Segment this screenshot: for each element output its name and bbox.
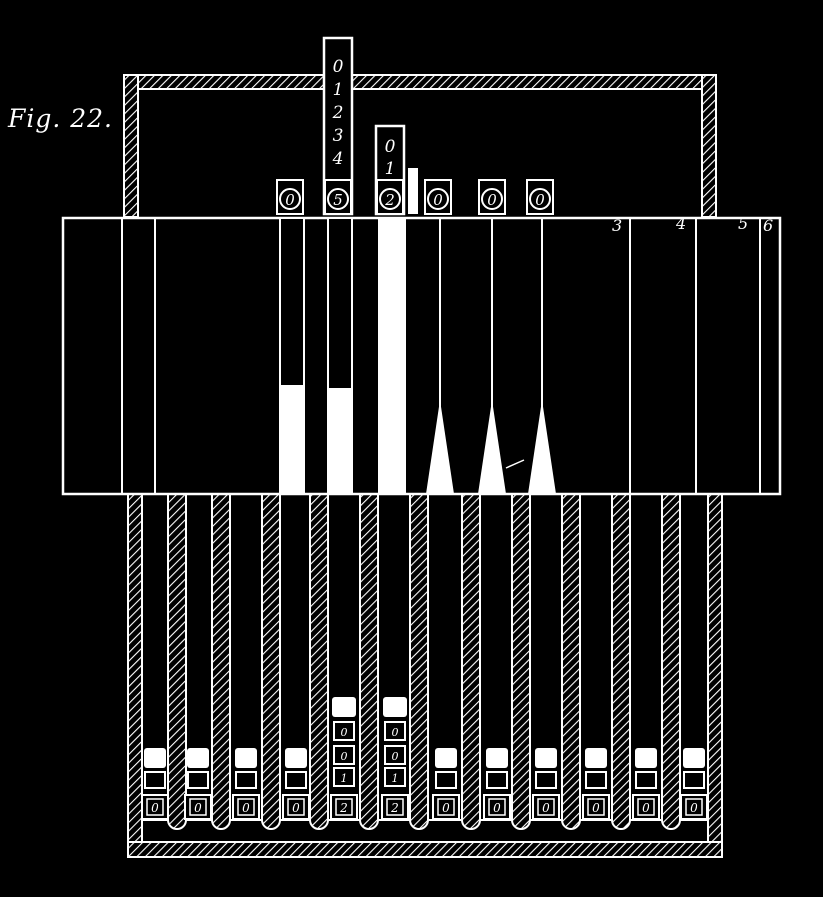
bottom-counter-digit: 0 [592, 801, 600, 815]
window-dial: 2 [376, 179, 404, 215]
window-digit: 5 [333, 191, 343, 209]
tall-strip-digits: 0 1 2 3 4 [332, 57, 344, 169]
bottom-counter-digit: 0 [292, 801, 300, 815]
counter-stack: 0 [141, 748, 169, 820]
bottom-counter-digit: 0 [151, 801, 159, 815]
top-windows: 0 5 2 0 0 0 [276, 179, 554, 215]
counter-stack: 0 [680, 748, 708, 820]
top-frame [123, 74, 717, 218]
scale-label-4: 4 [675, 214, 686, 233]
counter-stack: 2 1 0 0 [381, 697, 409, 820]
counter-block [435, 748, 457, 768]
window-digit: 2 [384, 191, 395, 209]
hatched-rod [611, 493, 631, 830]
counter-stack: 2 1 0 0 [330, 697, 358, 820]
hatched-rod [661, 493, 681, 830]
counter-stacks: 0 0 0 0 2 1 0 0 2 1 0 0 0 0 0 0 0 0 [141, 697, 708, 820]
window-dial: 0 [478, 179, 506, 215]
middle-counter-digit: 0 [341, 750, 348, 763]
counter-stack: 0 [232, 748, 260, 820]
hatched-rod [359, 493, 379, 830]
counter-stack: 0 [582, 748, 610, 820]
tall-strip-digit: 4 [332, 149, 344, 169]
short-strip-digit: 0 [385, 137, 396, 157]
counter-block [535, 748, 557, 768]
short-strip-digits: 01 [385, 137, 396, 179]
hatched-rod [211, 493, 231, 830]
hatched-rod [461, 493, 481, 830]
window-digit: 0 [285, 191, 295, 209]
window-dial: 5 [324, 179, 352, 215]
bottom-counter-digit: 0 [493, 801, 501, 815]
panel-slots [279, 217, 556, 495]
hatched-rod [309, 493, 329, 830]
counter-block [585, 748, 607, 768]
hatched-rod [261, 493, 281, 830]
window-digit: 0 [433, 191, 443, 209]
window-dial: 0 [276, 179, 304, 215]
bottom-counter-digit: 0 [442, 801, 450, 815]
bottom-counter-digit: 0 [642, 801, 650, 815]
counter-block [235, 748, 257, 768]
small-counter-digit: 1 [392, 772, 399, 785]
hatched-rod [167, 493, 187, 830]
counter-stack: 0 [483, 748, 511, 820]
upper-counter-digit: 0 [392, 726, 399, 739]
upper-counter-digit: 0 [341, 726, 348, 739]
bottom-counter-digit: 0 [542, 801, 550, 815]
middle-counter-digit: 0 [392, 750, 399, 763]
bottom-counter-digit: 0 [194, 801, 202, 815]
tall-strip-digit: 1 [333, 80, 344, 100]
scale-label-5: 5 [738, 214, 748, 233]
tall-strip-digit: 3 [333, 126, 344, 146]
window-digit: 0 [535, 191, 545, 209]
counter-stack: 0 [632, 748, 660, 820]
counter-block [285, 748, 307, 768]
counter-block [486, 748, 508, 768]
counter-block [683, 748, 705, 768]
hatched-rods [167, 493, 681, 830]
bottom-counter-digit: 0 [690, 801, 698, 815]
counter-block [144, 748, 166, 768]
counter-block [187, 748, 209, 768]
scale-label-3: 3 [612, 216, 622, 235]
bottom-counter-digit: 2 [390, 801, 399, 815]
counter-stack: 0 [184, 748, 212, 820]
small-counter-digit: 1 [341, 772, 348, 785]
main-panel [61, 216, 782, 496]
counter-block [332, 697, 356, 717]
bottom-counter-digit: 2 [339, 801, 348, 815]
counter-block [383, 697, 407, 717]
hatched-rod [511, 493, 531, 830]
tall-strip-digit: 0 [333, 57, 344, 77]
hatched-rod [409, 493, 429, 830]
hatched-rod [561, 493, 581, 830]
scale-label-6: 6 [763, 216, 773, 235]
counter-stack: 0 [532, 748, 560, 820]
counter-stack: 0 [432, 748, 460, 820]
counter-block [635, 748, 657, 768]
counter-stack: 0 [282, 748, 310, 820]
figure-caption: Fig. 22. [8, 104, 113, 133]
window-digit: 0 [487, 191, 497, 209]
scale-labels: 3 4 5 6 [612, 214, 773, 235]
window-dial: 0 [526, 179, 554, 215]
window-dial: 0 [424, 179, 452, 215]
short-strip-digit: 1 [385, 159, 396, 179]
tall-strip-digit: 2 [332, 103, 344, 123]
bottom-counter-digit: 0 [242, 801, 250, 815]
